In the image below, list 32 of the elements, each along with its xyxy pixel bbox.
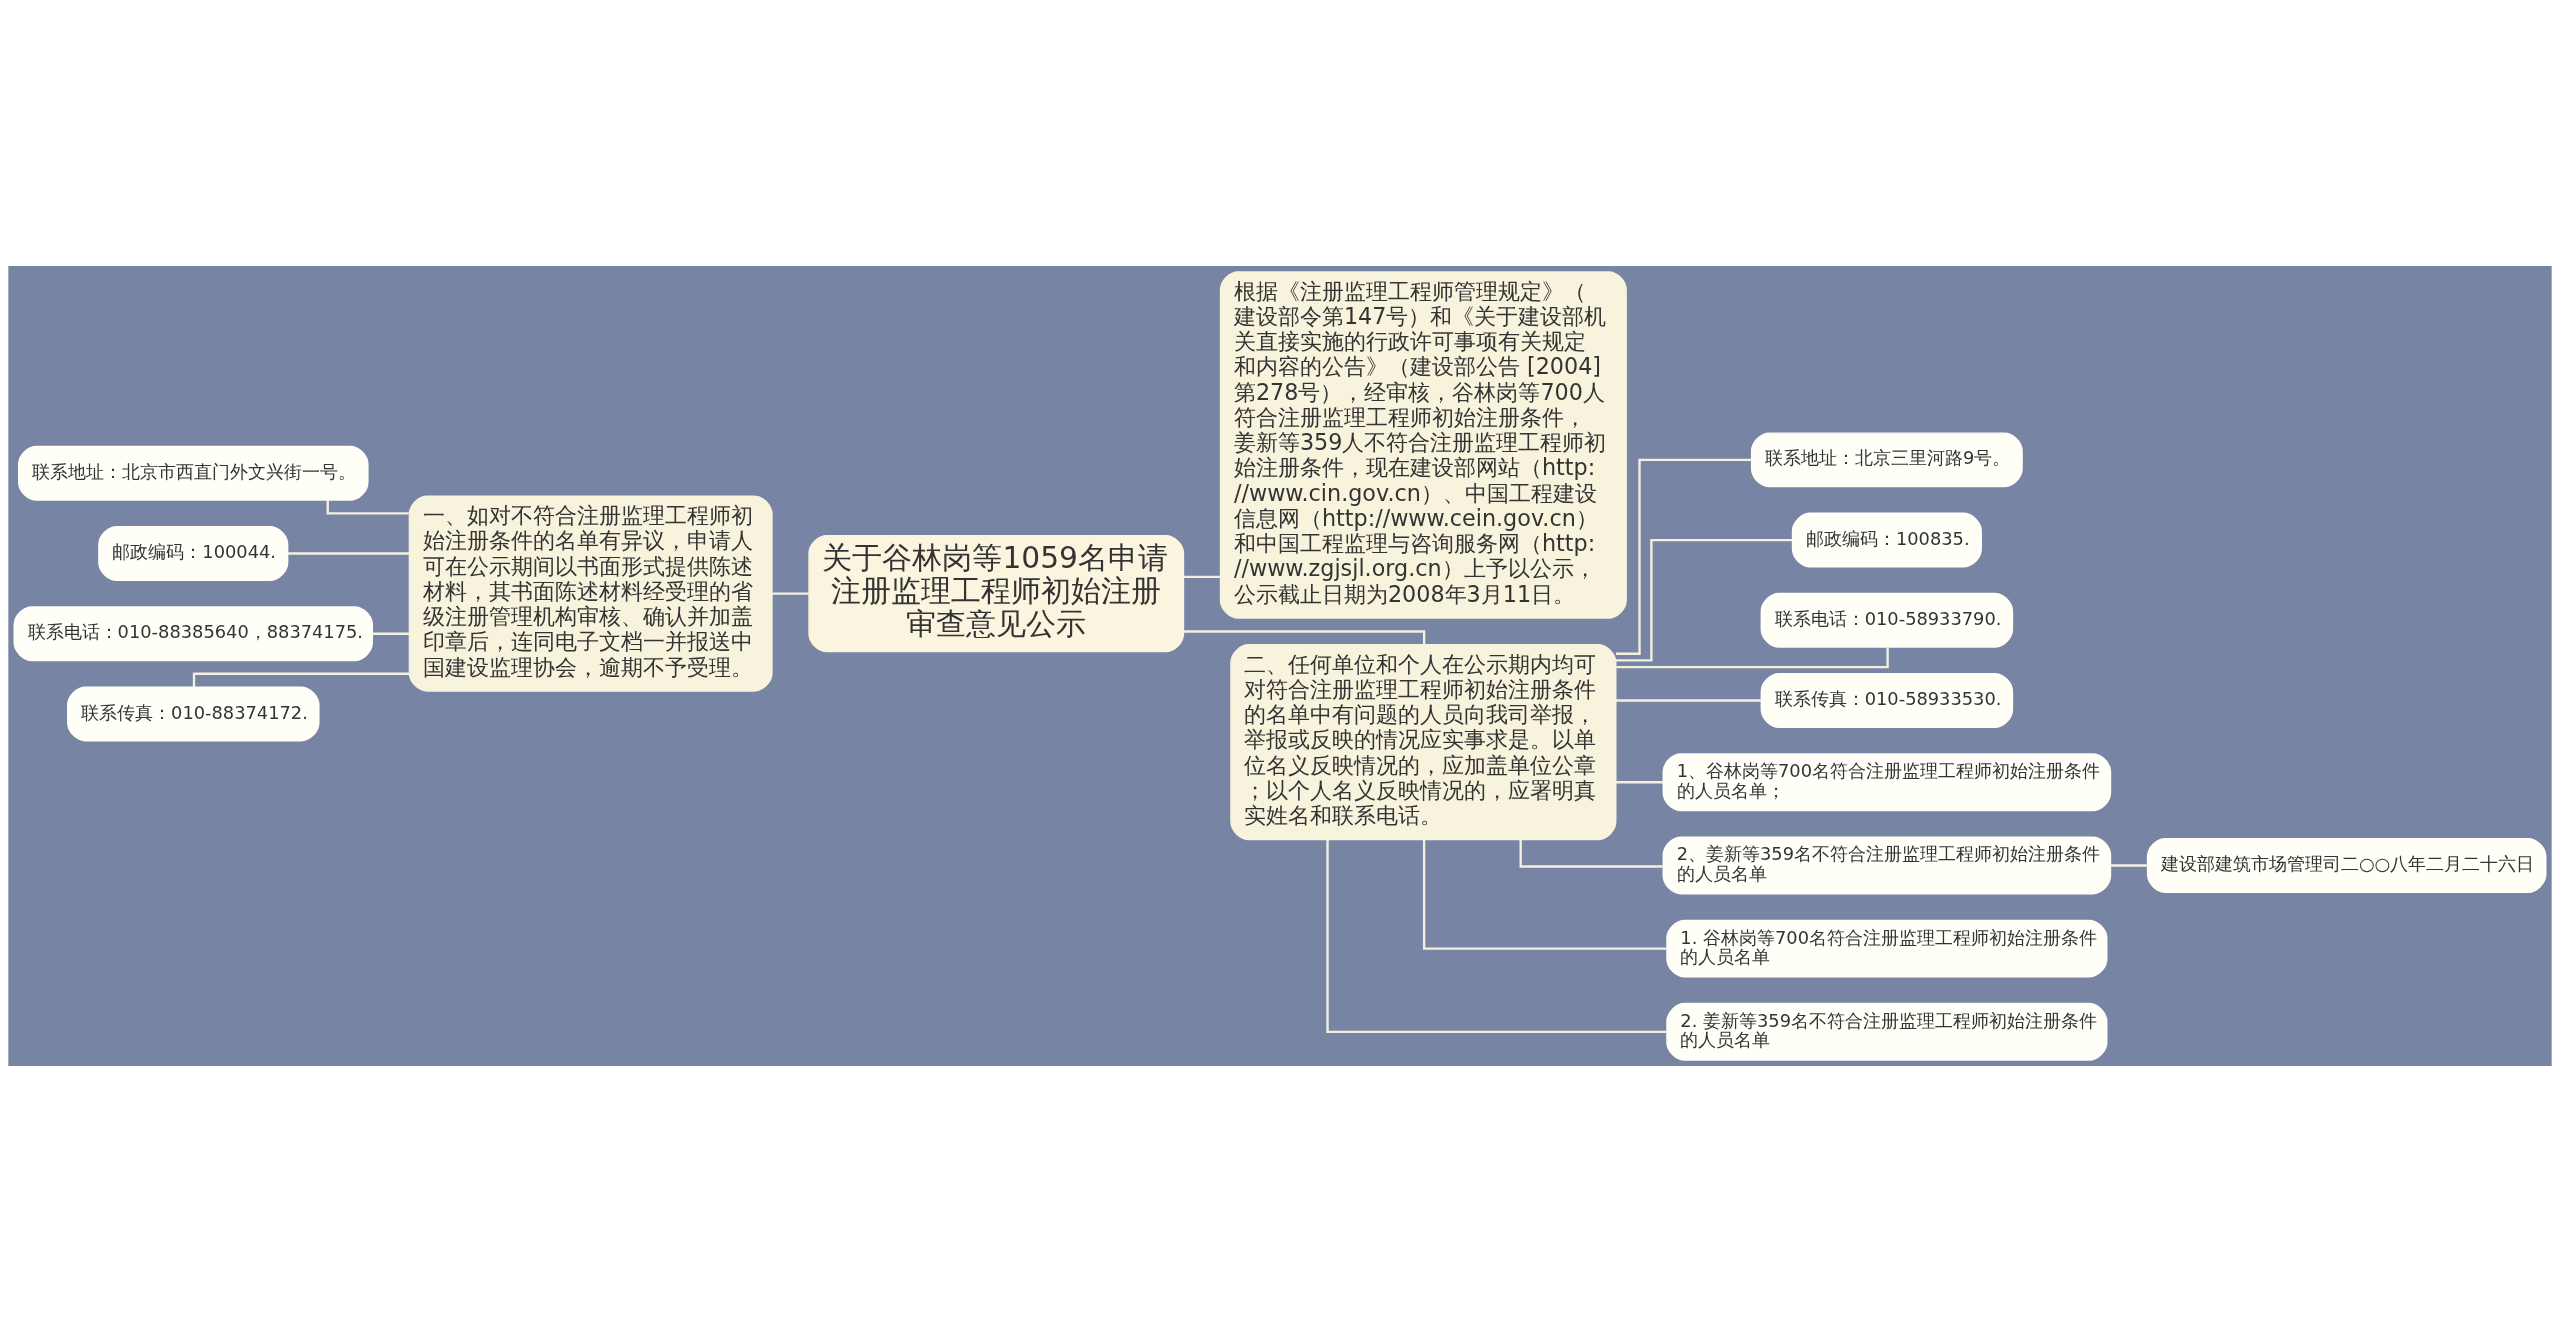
connector	[1615, 538, 1793, 662]
node-box: 邮政编码：100835.	[1791, 512, 1982, 568]
connector	[287, 551, 410, 555]
node-box: 联系电话：010-88385640，88374175.	[13, 605, 374, 661]
connector	[1326, 839, 1667, 1033]
connector	[1616, 647, 1889, 668]
connector	[326, 499, 409, 515]
node-box: 关于谷林岗等1059名申请注册监理工程师初始注册审查意见公示	[808, 534, 1185, 652]
node-box: 根据《注册监理工程师管理规定》（建设部令第147号）和《关于建设部机关直接实施的行政许可事项有关规定和内容的公告》（建设部公告 [2004]第278号），经审核，谷林岗等700人符合注册监理工程师初始注册条件，姜新等359人不符合注册监理工程师初始注册条件，现在建设部网站（http://www.cin.gov.cn）、中国工程建设信息网（http://www.cein.gov.cn）和中国工程监理与咨询服务网（http://www.zgjsjl.org.cn）上予以公示，公示截止日期为2008年3月11日。	[1219, 270, 1627, 619]
node-box: 联系地址：北京三里河路9号。	[1750, 431, 2023, 487]
connector	[1183, 629, 1426, 645]
node-box: 联系传真：010-88374172.	[67, 685, 320, 741]
node-box: 一、如对不符合注册监理工程师初始注册条件的名单有异议，申请人可在公示期间以书面形式提供陈述材料，其书面陈述材料经受理的省级注册管理机构审核、确认并加盖印章后，连同电子文档一并报送中国建设监理协会，逾期不予受理。	[408, 495, 773, 692]
connector	[1615, 698, 1762, 702]
node-box: 建设部建筑市场管理司二○○八年二月二十六日	[2146, 837, 2547, 893]
connector	[1615, 780, 1663, 783]
node-box: 2、姜新等359名不符合注册监理工程师初始注册条件的人员名单	[1662, 835, 2112, 894]
connector	[372, 632, 410, 635]
node-box: 联系传真：010-58933530.	[1760, 672, 2014, 728]
node-box: 1、谷林岗等700名符合注册监理工程师初始注册条件的人员名单；	[1662, 752, 2112, 811]
connector	[1615, 458, 1752, 655]
node-box: 二、任何单位和个人在公示期内均可对符合注册监理工程师初始注册条件的名单中有问题的人员向我司举报，举报或反映的情况应实事求是。以单位名义反映情况的，应加盖单位公章；以个人名义反映情况的，应署明真实姓名和联系电话。	[1230, 643, 1617, 840]
connector	[1422, 839, 1667, 950]
node-box: 联系地址：北京市西直门外文兴街一号。	[17, 445, 369, 501]
node-box: 联系电话：010-58933790.	[1760, 592, 2014, 648]
node-box: 1. 谷林岗等700名符合注册监理工程师初始注册条件的人员名单	[1666, 919, 2108, 978]
connector	[772, 591, 809, 595]
connector	[2110, 863, 2147, 867]
connector	[1183, 575, 1221, 578]
connector	[192, 672, 410, 687]
node-box: 邮政编码：100044.	[98, 525, 289, 581]
node-box: 2. 姜新等359名不符合注册监理工程师初始注册条件的人员名单	[1666, 1002, 2108, 1061]
